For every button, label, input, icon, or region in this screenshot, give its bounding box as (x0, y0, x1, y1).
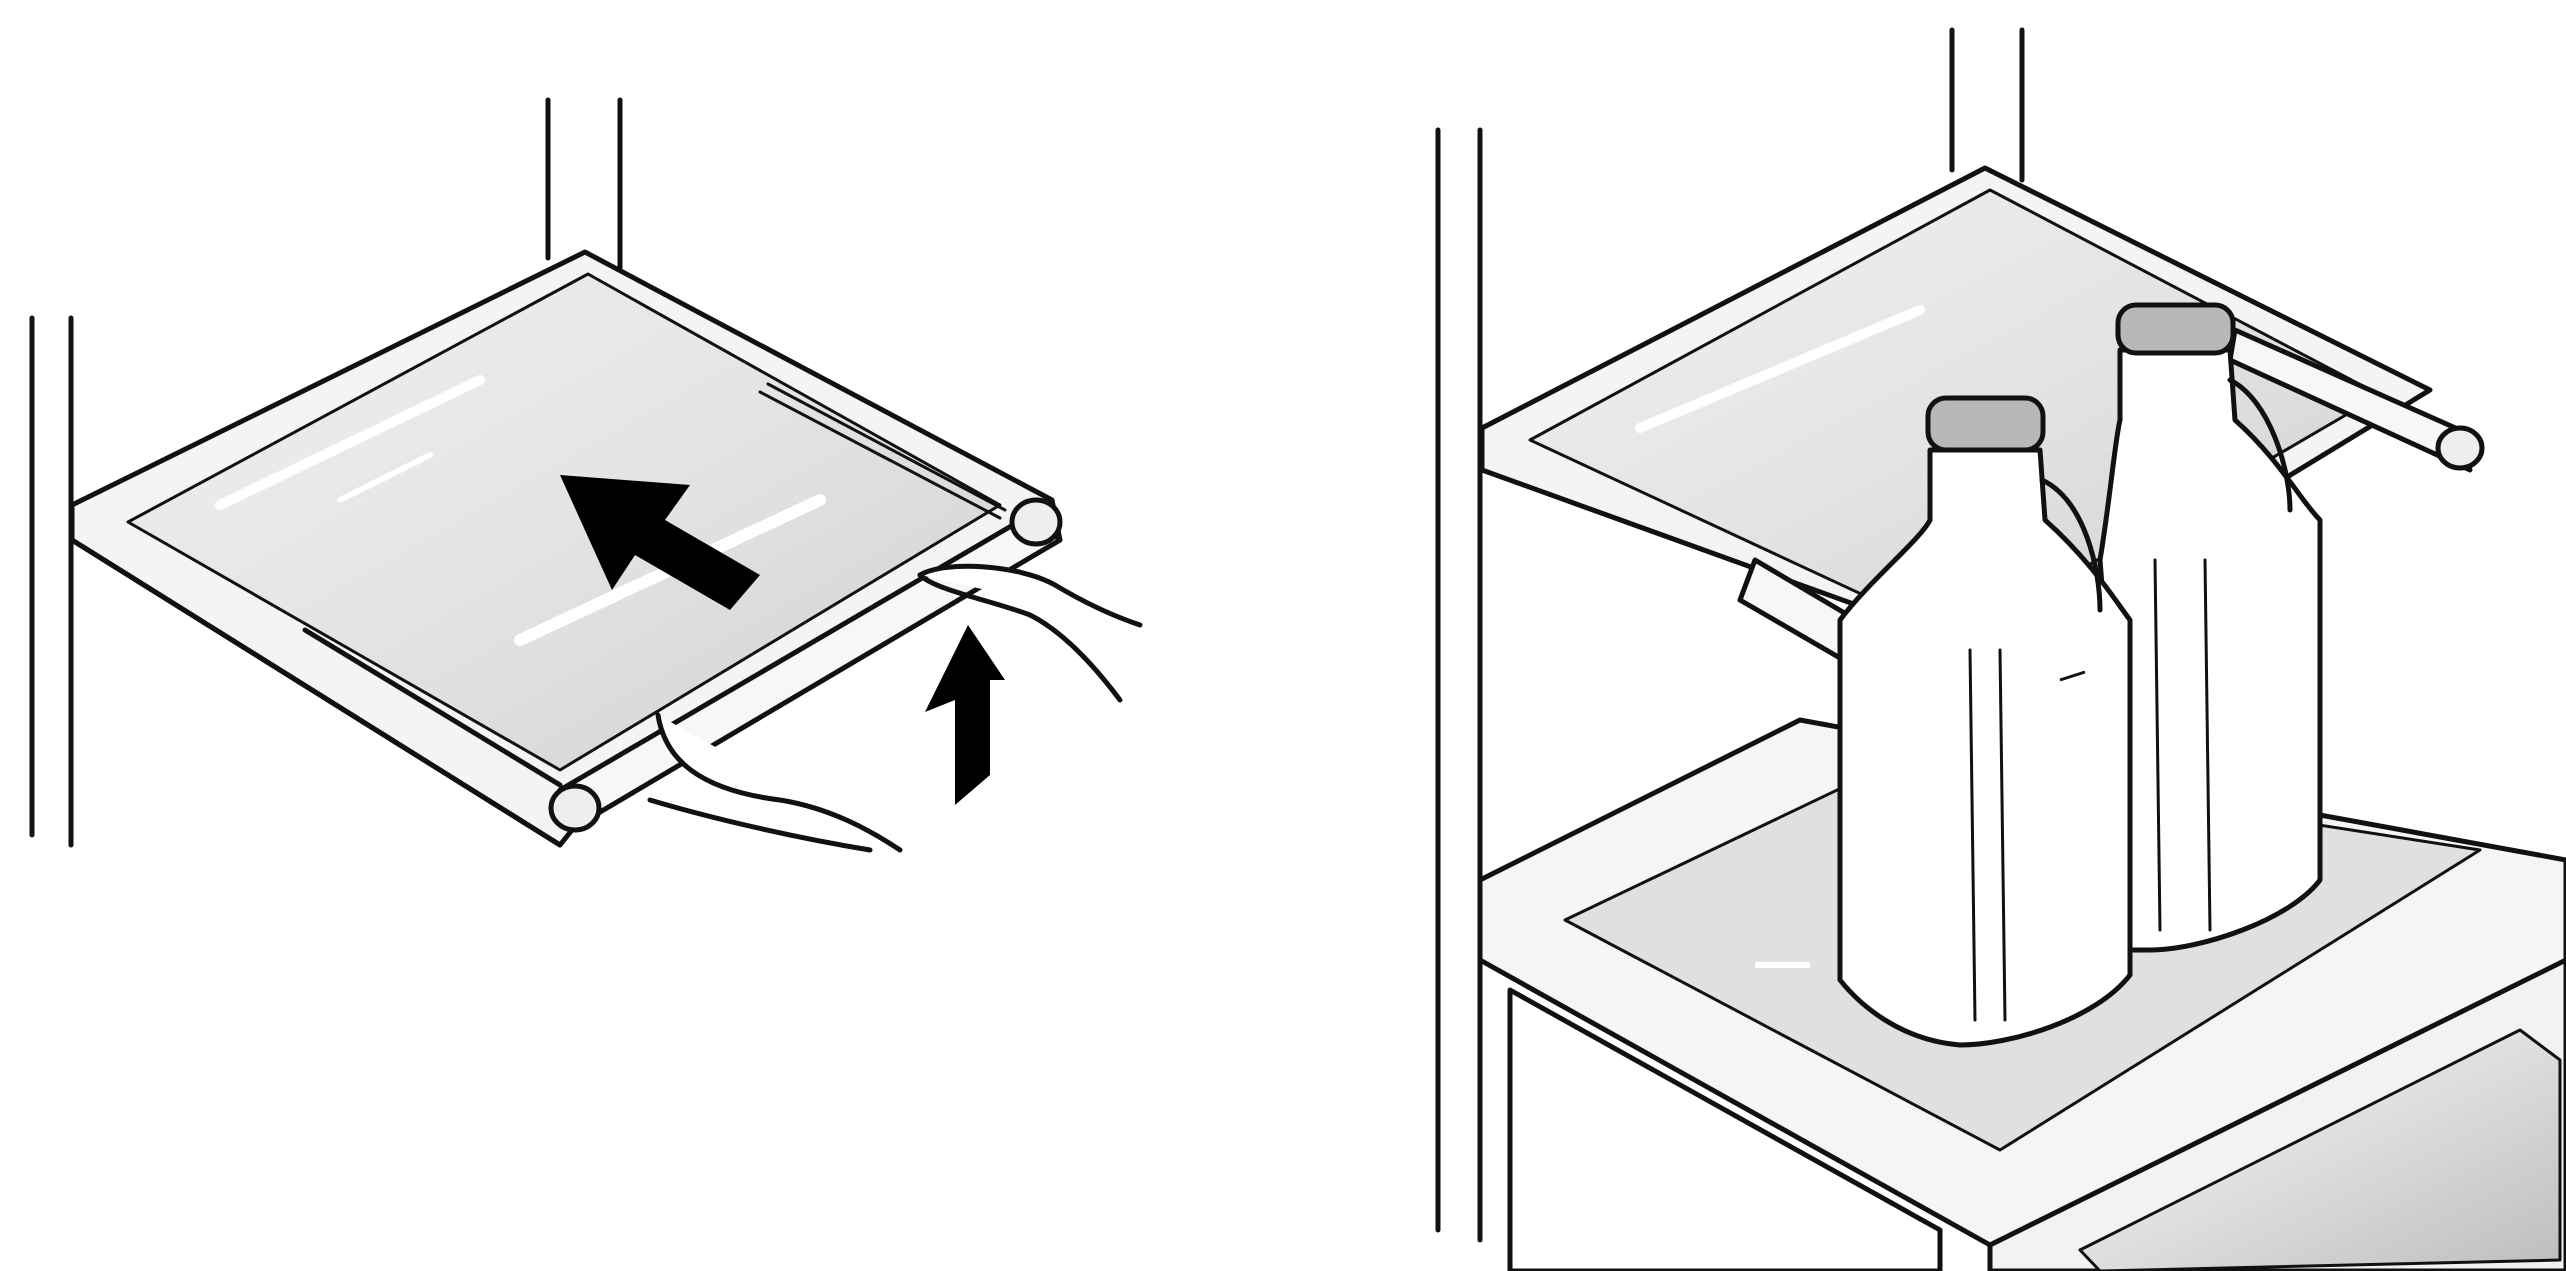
glass-shelf-left (72, 252, 1060, 845)
right-panel (1438, 30, 2566, 1271)
left-panel (32, 100, 1140, 850)
lift-up-arrow (925, 625, 1005, 805)
